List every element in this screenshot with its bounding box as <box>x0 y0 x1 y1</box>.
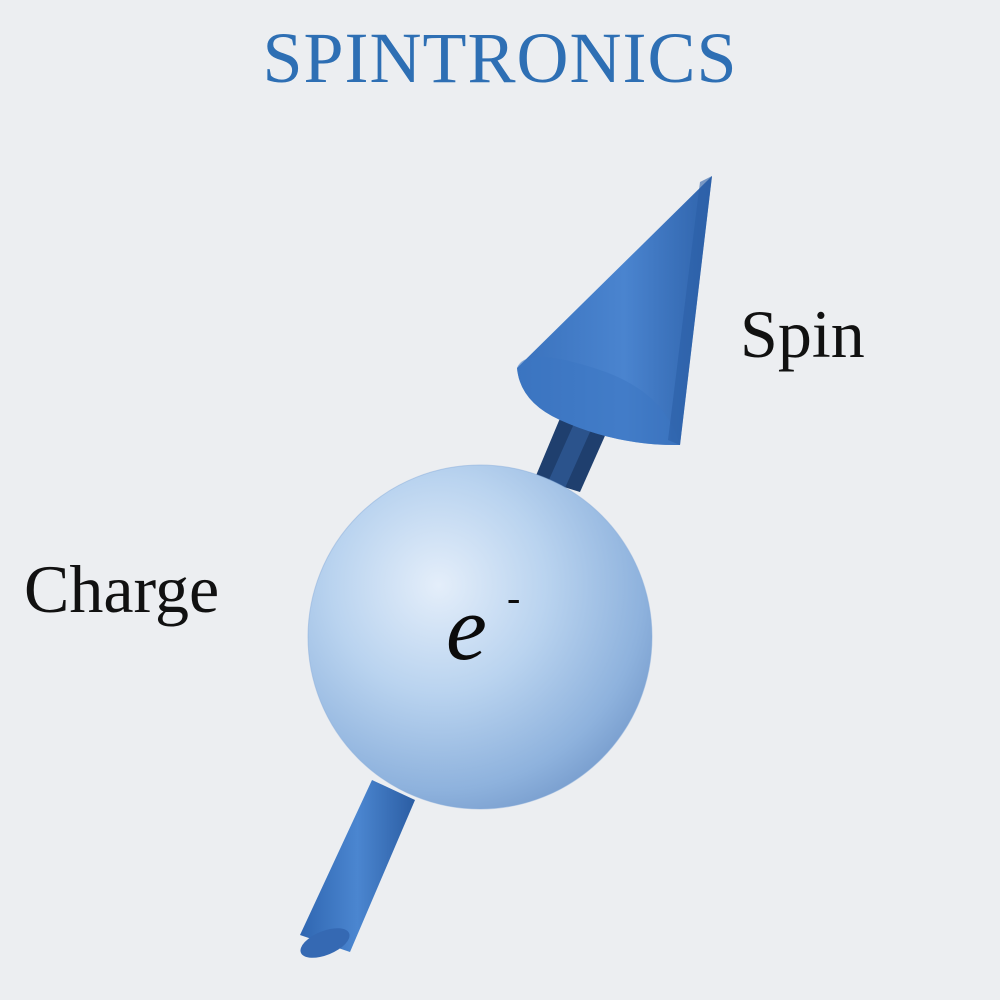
charge-label: Charge <box>24 551 220 627</box>
electron-charge-superscript: - <box>507 575 521 620</box>
spin-label: Spin <box>740 296 865 372</box>
spin-axis-lower <box>300 780 415 958</box>
electron-sphere <box>307 464 653 810</box>
spin-arrow-head <box>517 176 712 446</box>
page-title: SPINTRONICS <box>262 18 738 98</box>
electron-symbol: e <box>446 577 487 679</box>
